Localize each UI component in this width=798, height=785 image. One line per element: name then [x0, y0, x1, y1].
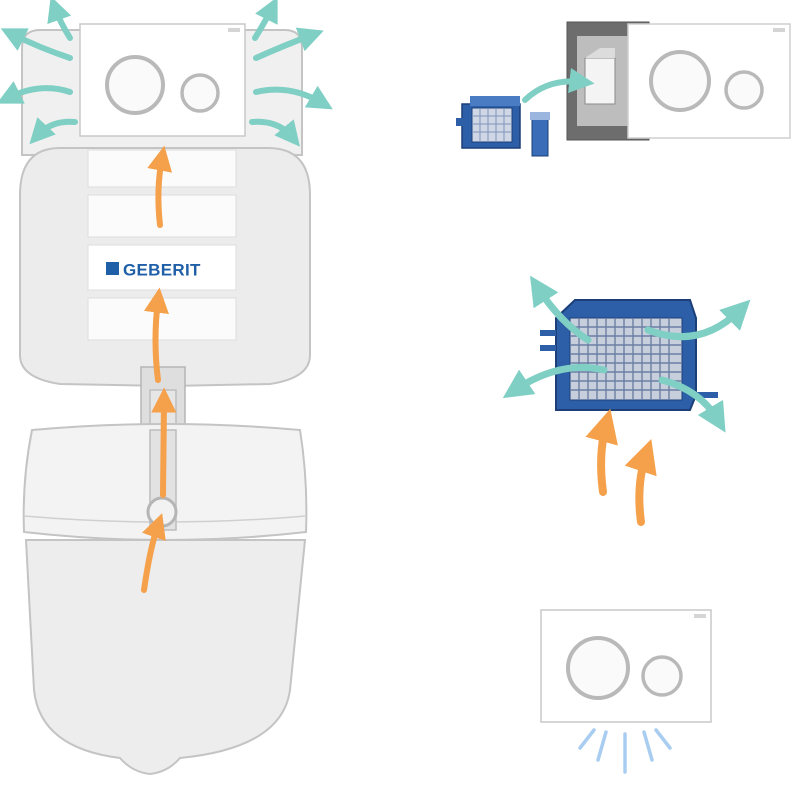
- teal-airflow-arrow-icon: [47, 0, 73, 41]
- teal-airflow-arrow-icon: [522, 68, 595, 103]
- filter-slot: [584, 57, 616, 105]
- filter-grid: [471, 107, 513, 143]
- filter-slot-shadow: [585, 48, 615, 58]
- full-flush-button: [566, 636, 630, 700]
- teal-airflow-arrow-icon: [29, 117, 78, 145]
- toilet-bowl: [24, 539, 307, 776]
- orange-airflow-arrow-icon: [141, 513, 166, 593]
- filter-mesh: [569, 317, 683, 401]
- geberit-logo: GEBERIT: [106, 261, 201, 280]
- filter-tab: [456, 118, 464, 126]
- pipe-opening: [146, 496, 178, 528]
- teal-airflow-arrows-top: [0, 0, 333, 147]
- filter-side-tab: [696, 392, 718, 398]
- orange-airflow-arrow-icon: [141, 145, 177, 593]
- geberit-logo-square-icon: [106, 262, 119, 275]
- teal-airflow-arrow-icon: [644, 299, 751, 341]
- teal-airflow-arrow-icon: [530, 275, 592, 344]
- teal-airflow-arrow-icon: [249, 118, 301, 147]
- wc-assembly: GEBERIT: [0, 0, 333, 776]
- full-flush-button: [105, 55, 165, 115]
- filter-side-tab: [540, 345, 556, 351]
- orange-airflow-arrow-icon: [147, 145, 173, 228]
- brand-name: GEBERIT: [123, 261, 201, 280]
- orange-airflow-arrow-icon: [585, 408, 618, 496]
- half-flush-button: [180, 73, 220, 113]
- teal-airflow-arrow-icon: [502, 364, 608, 399]
- half-flush-button: [641, 655, 683, 697]
- filter-stick-top: [530, 112, 550, 120]
- teal-airflow-arrow-icon: [0, 81, 73, 104]
- filter-stick: [531, 117, 549, 157]
- filter-cartridge-small: [456, 96, 521, 149]
- teal-airflow-arrow-icon: [253, 85, 333, 110]
- filter-cartridge-top: [470, 96, 520, 106]
- plate-corner-mark: [773, 28, 785, 32]
- half-flush-button: [724, 70, 764, 110]
- cistern-panel: [87, 297, 237, 341]
- teal-airflow-arrow-icon: [252, 0, 278, 41]
- filter-side-tab: [540, 330, 556, 336]
- teal-airflow-arrow-icon: [0, 28, 73, 61]
- orange-airflow-arrow-icon: [151, 387, 177, 498]
- orange-airflow-arrow-icon: [624, 439, 657, 526]
- filter-insertion-panel: [456, 21, 791, 157]
- orange-airflow-arrow-icon: [143, 287, 169, 383]
- illuminated-flush-plate-panel: [540, 609, 712, 774]
- full-flush-button: [649, 50, 711, 112]
- filter-airflow-panel: [502, 275, 751, 526]
- blue-light-ray-icon: [578, 728, 672, 774]
- flush-plate-top: [79, 23, 246, 137]
- teal-airflow-arrow-icon: [658, 376, 726, 433]
- plate-corner-mark: [694, 614, 706, 618]
- plate-corner-mark: [228, 28, 240, 32]
- teal-airflow-arrow-icon: [253, 27, 324, 61]
